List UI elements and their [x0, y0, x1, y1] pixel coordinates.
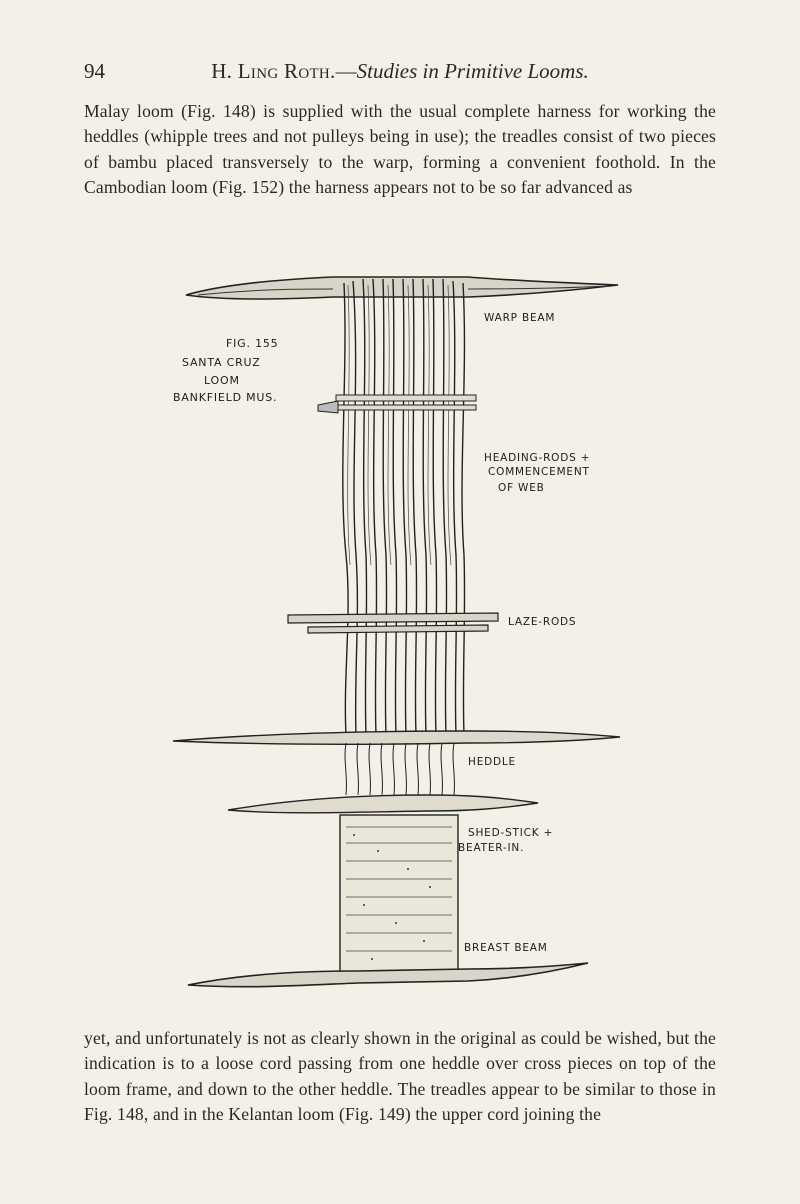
heading-rods-label-line3: OF WEB	[498, 482, 545, 494]
figure-type-label: LOOM	[204, 374, 240, 387]
heading-rods-label-line1: HEADING-RODS +	[484, 452, 590, 464]
book-title: Studies in Primitive Looms.	[356, 59, 589, 83]
warp-threads	[342, 278, 466, 736]
breast-beam-label: BREAST BEAM	[464, 942, 548, 954]
figure-place-label: SANTA CRUZ	[182, 356, 261, 369]
laze-rods-label: LAZE-RODS	[508, 616, 576, 628]
figure-number-label: FIG. 155	[226, 337, 278, 350]
warp-beam-label: WARP BEAM	[484, 312, 555, 324]
loom-figure: FIG. 155 SANTA CRUZ LOOM BANKFIELD MUS. …	[168, 255, 628, 997]
running-title: H. Ling Roth.—Studies in Primitive Looms…	[84, 58, 716, 84]
title-separator: —	[335, 59, 357, 83]
shed-stick-label-line2: BEATER-IN.	[458, 842, 524, 854]
breast-beam-illustration	[187, 962, 589, 988]
woven-cloth	[339, 814, 459, 974]
running-header: 94 H. Ling Roth.—Studies in Primitive Lo…	[84, 58, 716, 84]
paragraph-top: Malay loom (Fig. 148) is supplied with t…	[84, 101, 716, 198]
laze-rods-illustration	[287, 612, 499, 634]
figure-museum-label: BANKFIELD MUS.	[173, 391, 277, 404]
loom-drawing: FIG. 155 SANTA CRUZ LOOM BANKFIELD MUS. …	[172, 276, 621, 988]
heading-rods-label-line2: COMMENCEMENT	[488, 466, 590, 478]
paragraph-bottom: yet, and unfortunately is not as clearly…	[84, 1028, 716, 1125]
warp-thread-detail	[347, 284, 452, 566]
author-name: H. Ling Roth.	[211, 59, 336, 83]
heading-rods-illustration	[317, 394, 477, 414]
page-number: 94	[84, 59, 105, 83]
shed-stick-illustration	[227, 794, 539, 814]
shed-stick-label-line1: SHED-STICK +	[468, 827, 553, 839]
heddle-label: HEDDLE	[468, 756, 516, 768]
warp-beam-illustration	[185, 276, 619, 300]
heddle-illustration	[172, 730, 621, 796]
